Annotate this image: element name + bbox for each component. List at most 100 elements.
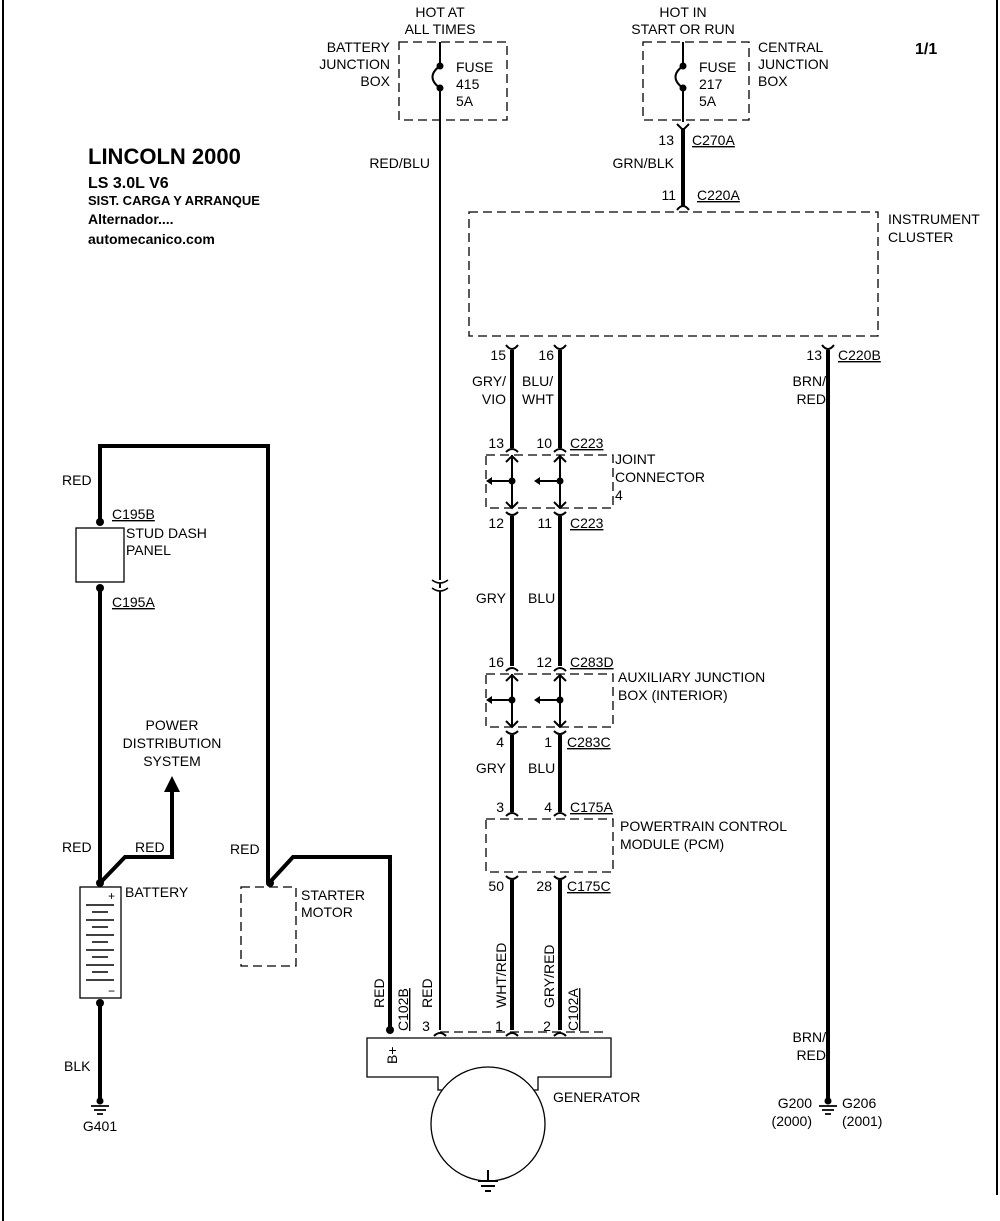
stud-name-2: PANEL: [126, 542, 171, 558]
wire-red-blu-label: RED/BLU: [369, 155, 430, 171]
stud-dash-panel: [75, 527, 125, 583]
powertrain-control-module: [485, 818, 614, 873]
battery-cells: [86, 904, 114, 981]
fuse-415-rating: 5A: [456, 93, 474, 109]
g200-label: G200: [778, 1095, 812, 1111]
g401-ground-icon: [91, 1105, 109, 1115]
wire-red-pds: [98, 792, 174, 885]
jc-bottom-pin-12: 12: [488, 515, 504, 531]
pds-arrow-icon: [164, 776, 180, 792]
gen-pin-3: 3: [422, 1018, 430, 1034]
fuse-415-label: FUSE: [456, 59, 493, 75]
jc-bottom-pin-11: 11: [537, 515, 552, 531]
wire-break-icon: [431, 579, 449, 592]
battery-plus: +: [108, 889, 115, 903]
battery-junction-box: [398, 41, 508, 121]
instrument-cluster: [468, 211, 879, 337]
cjb-name-1: CENTRAL: [758, 39, 824, 55]
fuse-217-rating: 5A: [699, 93, 717, 109]
wire-gry-red-label: GRY/RED: [541, 944, 557, 1008]
pcm-name-1: POWERTRAIN CONTROL: [620, 818, 787, 834]
cluster-pin-13: 13: [806, 347, 822, 363]
c220a-connector: C220A: [697, 187, 740, 203]
wire-blu-wht-label-1: BLU/: [522, 373, 553, 389]
fuse-217-label: FUSE: [699, 59, 736, 75]
cjb-name-3: BOX: [758, 73, 788, 89]
ajb-name-1: AUXILIARY JUNCTION: [618, 669, 765, 685]
jc-top-pin-13: 13: [488, 435, 504, 451]
right-wire-label-2: RED: [796, 1047, 826, 1063]
wire-gry-2-label: GRY: [476, 760, 507, 776]
gen-connector-c102b: C102B: [395, 988, 411, 1031]
ajb-top-pin-16: 16: [488, 654, 504, 670]
bjb-name-3: BOX: [360, 73, 390, 89]
gen-pin-2: 2: [543, 1018, 551, 1034]
wire-red-top-label: RED: [62, 472, 92, 488]
wire-gry-vio-label-1: GRY/: [472, 373, 506, 389]
pcm-name-2: MODULE (PCM): [620, 836, 724, 852]
title-line2: LS 3.0L V6: [88, 175, 169, 192]
wire-battery-branch-label: RED: [135, 839, 165, 855]
connector-c220a-icon: [676, 205, 690, 211]
ajb-arrow-icon: [486, 696, 540, 704]
cjb-hot-label-1: HOT IN: [659, 4, 706, 20]
pcm-bottom-pin-28: 28: [536, 878, 552, 894]
generator-icon: [430, 1066, 546, 1182]
pds-label-1: POWER: [146, 717, 199, 733]
wire-red-top-loop: [98, 444, 270, 883]
title-line5: automecanico.com: [88, 231, 215, 247]
wire-gry-1-label: GRY: [476, 590, 507, 606]
c220b-connector: C220B: [838, 347, 881, 363]
c195b-connector: C195B: [112, 506, 155, 522]
jc-bottom-connector: C223: [570, 515, 604, 531]
jc-arrow-icon: [486, 477, 540, 485]
joint-connector-4: [485, 454, 614, 509]
ajb-bottom-pin-4: 4: [496, 734, 504, 750]
bjb-name-1: BATTERY: [327, 39, 391, 55]
page-number: 1/1: [915, 41, 937, 58]
ajb-top-connector: C283D: [570, 654, 614, 670]
wire-gry-vio-label-2: VIO: [482, 391, 506, 407]
wire-wht-red-label: WHT/RED: [493, 943, 509, 1008]
bjb-hot-label-2: ALL TIMES: [405, 21, 476, 37]
title-line4: Alternador....: [88, 211, 174, 227]
ajb-bottom-pin-1: 1: [544, 734, 552, 750]
c195a-connector: C195A: [112, 594, 155, 610]
starter-motor: [240, 886, 297, 967]
auxiliary-junction-box: [485, 673, 614, 728]
stud-name-1: STUD DASH: [126, 525, 207, 541]
jc-name-1: JOINT: [615, 451, 656, 467]
c270a-pin: 13: [658, 132, 674, 148]
wire-grn-blk-label: GRN/BLK: [613, 155, 675, 171]
wire-gen-3-label: RED: [419, 978, 435, 1008]
instrument-cluster-name-2: CLUSTER: [888, 229, 953, 245]
ajb-top-pin-12: 12: [536, 654, 552, 670]
fuse-415-number: 415: [456, 76, 480, 92]
jc-name-3: 4: [615, 487, 623, 503]
ajb-name-2: BOX (INTERIOR): [618, 687, 728, 703]
title-line3: SIST. CARGA Y ARRANQUE: [88, 193, 260, 208]
pcm-bottom-connector: C175C: [567, 878, 611, 894]
starter-name-1: STARTER: [301, 887, 365, 903]
generator-housing: [366, 1037, 612, 1091]
pcm-top-pin-3: 3: [496, 799, 504, 815]
bjb-name-2: JUNCTION: [319, 56, 390, 72]
wire-gen-b-label: RED: [371, 978, 387, 1008]
jc-name-2: CONNECTOR: [615, 469, 705, 485]
right-wire-label-1: BRN/: [793, 1029, 827, 1045]
cluster-pin-15: 15: [490, 347, 506, 363]
ajb-bottom-connector: C283C: [567, 734, 611, 750]
cluster-pin-16: 16: [538, 347, 554, 363]
cjb-hot-label-2: START OR RUN: [631, 21, 734, 37]
wire-battery-left-label: RED: [62, 839, 92, 855]
battery-minus: −: [108, 984, 115, 998]
g206-year: (2001): [842, 1113, 882, 1129]
pds-label-2: DISTRIBUTION: [123, 735, 222, 751]
fuse-217-number: 217: [699, 76, 723, 92]
generator-name: GENERATOR: [553, 1089, 640, 1105]
pcm-top-connector: C175A: [570, 799, 613, 815]
wire-gen-b-plus: [268, 855, 392, 1030]
wire-brn-red-label-1: BRN/: [793, 373, 827, 389]
battery-name: BATTERY: [125, 884, 189, 900]
